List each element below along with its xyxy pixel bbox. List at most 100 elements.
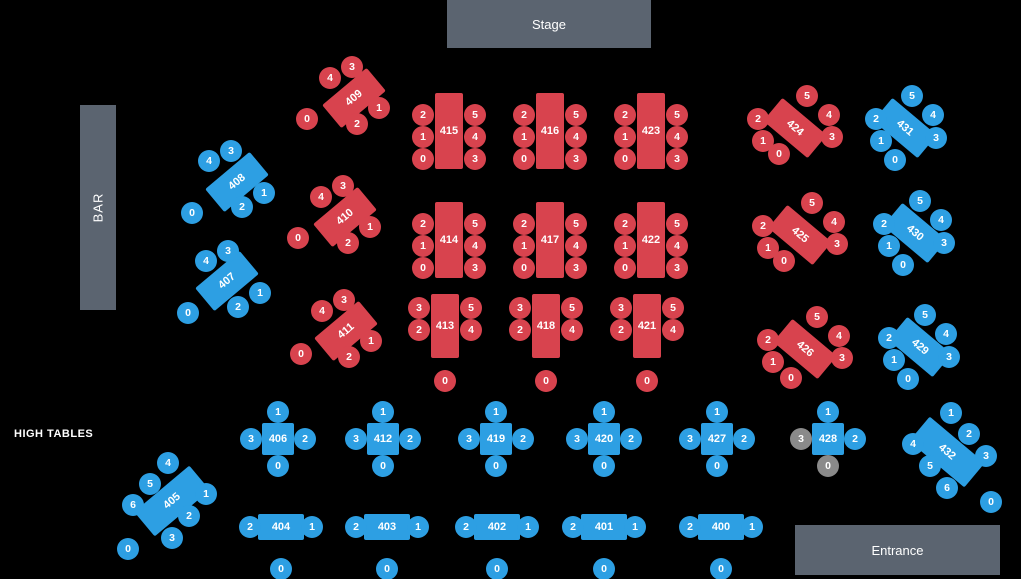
seat-410-2[interactable]: 2 xyxy=(337,232,359,254)
seat-402-1[interactable]: 1 xyxy=(517,516,539,538)
seat-419-1[interactable]: 1 xyxy=(485,401,507,423)
seat-405-3[interactable]: 3 xyxy=(161,527,183,549)
seat-427-2[interactable]: 2 xyxy=(733,428,755,450)
seat-421-5[interactable]: 5 xyxy=(662,297,684,319)
seat-426-0[interactable]: 0 xyxy=(780,367,802,389)
seat-404-2[interactable]: 2 xyxy=(239,516,261,538)
seat-417-0[interactable]: 0 xyxy=(513,257,535,279)
seat-406-0[interactable]: 0 xyxy=(267,455,289,477)
seat-432-2[interactable]: 2 xyxy=(958,423,980,445)
seat-427-0[interactable]: 0 xyxy=(706,455,728,477)
seat-417-4[interactable]: 4 xyxy=(565,235,587,257)
seat-426-2[interactable]: 2 xyxy=(757,329,779,351)
seat-411-3[interactable]: 3 xyxy=(333,289,355,311)
seat-416-2[interactable]: 2 xyxy=(513,104,535,126)
seat-425-5[interactable]: 5 xyxy=(801,192,823,214)
seat-418-5[interactable]: 5 xyxy=(561,297,583,319)
seat-427-3[interactable]: 3 xyxy=(679,428,701,450)
seat-423-0[interactable]: 0 xyxy=(614,148,636,170)
seat-426-3[interactable]: 3 xyxy=(831,347,853,369)
seat-431-1[interactable]: 1 xyxy=(870,130,892,152)
seat-417-3[interactable]: 3 xyxy=(565,257,587,279)
seat-423-3[interactable]: 3 xyxy=(666,148,688,170)
seat-416-1[interactable]: 1 xyxy=(513,126,535,148)
seat-425-0[interactable]: 0 xyxy=(773,250,795,272)
seat-414-2[interactable]: 2 xyxy=(412,213,434,235)
seat-412-2[interactable]: 2 xyxy=(399,428,421,450)
seat-431-5[interactable]: 5 xyxy=(901,85,923,107)
seat-409-1[interactable]: 1 xyxy=(368,97,390,119)
seat-422-5[interactable]: 5 xyxy=(666,213,688,235)
seat-407-4[interactable]: 4 xyxy=(195,250,217,272)
seat-401-1[interactable]: 1 xyxy=(624,516,646,538)
seat-429-2[interactable]: 2 xyxy=(878,327,900,349)
seat-415-1[interactable]: 1 xyxy=(412,126,434,148)
seat-431-4[interactable]: 4 xyxy=(922,104,944,126)
seat-405-4[interactable]: 4 xyxy=(157,452,179,474)
seat-408-1[interactable]: 1 xyxy=(253,182,275,204)
seat-425-2[interactable]: 2 xyxy=(752,215,774,237)
seat-412-0[interactable]: 0 xyxy=(372,455,394,477)
seat-432-6[interactable]: 6 xyxy=(936,477,958,499)
seat-422-3[interactable]: 3 xyxy=(666,257,688,279)
seat-409-3[interactable]: 3 xyxy=(341,56,363,78)
seat-415-0[interactable]: 0 xyxy=(412,148,434,170)
seat-422-2[interactable]: 2 xyxy=(614,213,636,235)
seat-400-2[interactable]: 2 xyxy=(679,516,701,538)
seat-406-3[interactable]: 3 xyxy=(240,428,262,450)
seat-405-5[interactable]: 5 xyxy=(139,473,161,495)
seat-417-1[interactable]: 1 xyxy=(513,235,535,257)
seat-429-4[interactable]: 4 xyxy=(935,323,957,345)
seat-422-4[interactable]: 4 xyxy=(666,235,688,257)
seat-416-5[interactable]: 5 xyxy=(565,104,587,126)
seat-415-5[interactable]: 5 xyxy=(464,104,486,126)
seat-430-3[interactable]: 3 xyxy=(933,232,955,254)
seat-424-4[interactable]: 4 xyxy=(818,104,840,126)
seat-416-3[interactable]: 3 xyxy=(565,148,587,170)
seat-428-2[interactable]: 2 xyxy=(844,428,866,450)
seat-408-0[interactable]: 0 xyxy=(181,202,203,224)
seat-411-0[interactable]: 0 xyxy=(290,343,312,365)
seat-429-0[interactable]: 0 xyxy=(897,368,919,390)
seat-418-0[interactable]: 0 xyxy=(535,370,557,392)
seat-419-0[interactable]: 0 xyxy=(485,455,507,477)
seat-426-1[interactable]: 1 xyxy=(762,351,784,373)
seat-403-0[interactable]: 0 xyxy=(376,558,398,579)
seat-402-2[interactable]: 2 xyxy=(455,516,477,538)
seat-412-3[interactable]: 3 xyxy=(345,428,367,450)
seat-400-1[interactable]: 1 xyxy=(741,516,763,538)
seat-413-5[interactable]: 5 xyxy=(460,297,482,319)
seat-400-0[interactable]: 0 xyxy=(710,558,732,579)
seat-431-2[interactable]: 2 xyxy=(865,108,887,130)
seat-425-1[interactable]: 1 xyxy=(757,237,779,259)
seat-423-2[interactable]: 2 xyxy=(614,104,636,126)
seat-430-0[interactable]: 0 xyxy=(892,254,914,276)
seat-414-3[interactable]: 3 xyxy=(464,257,486,279)
seat-425-4[interactable]: 4 xyxy=(823,211,845,233)
seat-414-4[interactable]: 4 xyxy=(464,235,486,257)
seat-416-4[interactable]: 4 xyxy=(565,126,587,148)
seat-421-2[interactable]: 2 xyxy=(610,319,632,341)
seat-407-1[interactable]: 1 xyxy=(249,282,271,304)
seat-417-5[interactable]: 5 xyxy=(565,213,587,235)
seat-410-1[interactable]: 1 xyxy=(359,216,381,238)
seat-408-4[interactable]: 4 xyxy=(198,150,220,172)
seat-409-0[interactable]: 0 xyxy=(296,108,318,130)
seat-415-4[interactable]: 4 xyxy=(464,126,486,148)
seat-415-3[interactable]: 3 xyxy=(464,148,486,170)
seat-420-3[interactable]: 3 xyxy=(566,428,588,450)
seat-409-2[interactable]: 2 xyxy=(346,113,368,135)
seat-414-0[interactable]: 0 xyxy=(412,257,434,279)
seat-416-0[interactable]: 0 xyxy=(513,148,535,170)
seat-403-1[interactable]: 1 xyxy=(407,516,429,538)
seat-432-4[interactable]: 4 xyxy=(902,433,924,455)
seat-404-1[interactable]: 1 xyxy=(301,516,323,538)
seat-405-0[interactable]: 0 xyxy=(117,538,139,560)
seat-413-2[interactable]: 2 xyxy=(408,319,430,341)
seat-407-3[interactable]: 3 xyxy=(217,240,239,262)
seat-411-1[interactable]: 1 xyxy=(360,330,382,352)
seat-426-4[interactable]: 4 xyxy=(828,325,850,347)
seat-424-0[interactable]: 0 xyxy=(768,143,790,165)
seat-427-1[interactable]: 1 xyxy=(706,401,728,423)
seat-430-4[interactable]: 4 xyxy=(930,209,952,231)
